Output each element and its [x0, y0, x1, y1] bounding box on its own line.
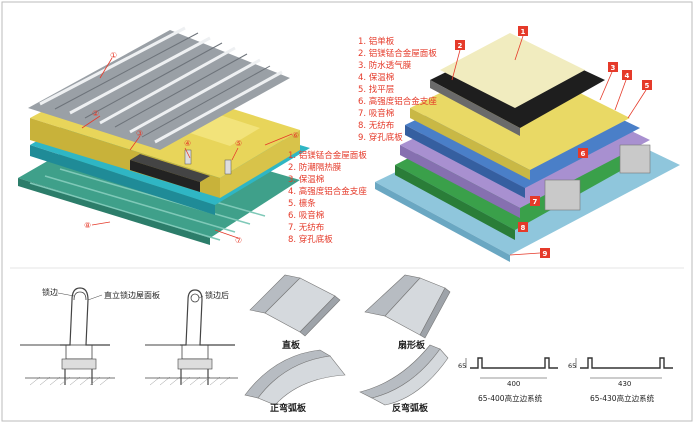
profile-430-width: 430 [618, 380, 631, 388]
svg-text:3. 防水透气膜: 3. 防水透气膜 [358, 60, 412, 71]
seam-before [20, 287, 115, 386]
fan-panel [364, 274, 451, 339]
label-seam: 锁边 [42, 287, 58, 297]
svg-text:2. 防潮隔热膜: 2. 防潮隔热膜 [288, 162, 342, 173]
svg-text:3: 3 [611, 64, 616, 72]
profile-400-height: 65 [458, 362, 466, 370]
svg-text:1. 铝单板: 1. 铝单板 [358, 36, 395, 47]
svg-text:1. 铝镁锰合金屋面板: 1. 铝镁锰合金屋面板 [288, 150, 367, 161]
legend-left: 1. 铝镁锰合金屋面板 2. 防潮隔热膜 3. 保温棉 4. 高强度铝合金支座 … [288, 150, 367, 245]
svg-text:2: 2 [458, 42, 463, 50]
svg-text:4. 保温棉: 4. 保温棉 [358, 72, 394, 83]
callout-5: ⑤ [235, 139, 242, 148]
svg-text:4. 高强度铝合金支座: 4. 高强度铝合金支座 [288, 186, 367, 197]
profile-430: 65 430 65-430高立边系统 [568, 357, 673, 403]
caption-convex-arc: 正弯弧板 [270, 402, 307, 414]
seam-after [145, 289, 238, 386]
straight-panel [249, 274, 341, 337]
profile-430-caption: 65-430高立边系统 [590, 393, 655, 403]
callout-4: ④ [184, 139, 191, 148]
svg-text:5: 5 [645, 82, 650, 90]
badges: 1 2 3 4 5 6 7 8 9 [451, 26, 652, 258]
caption-fan: 扇形板 [398, 339, 426, 351]
panel-types: 直板 扇形板 正弯弧板 反弯弧板 [244, 274, 451, 414]
callout-2: ② [92, 109, 99, 118]
profile-400-caption: 65-400高立边系统 [478, 393, 543, 403]
caption-straight: 直板 [282, 339, 301, 351]
legend-right: 1. 铝单板 2. 铝镁锰合金屋面板 3. 防水透气膜 4. 保温棉 5. 找平… [358, 36, 437, 143]
svg-text:3. 保温棉: 3. 保温棉 [288, 174, 324, 185]
svg-text:8. 穿孔底板: 8. 穿孔底板 [288, 234, 333, 245]
profile-400: 65 400 65-400高立边系统 [458, 357, 558, 403]
svg-text:7. 无纺布: 7. 无纺布 [288, 222, 324, 233]
svg-text:6: 6 [581, 150, 586, 158]
caption-concave-arc: 反弯弧板 [392, 402, 429, 414]
label-after-seam: 锁边后 [205, 290, 229, 300]
svg-text:7: 7 [533, 198, 538, 206]
svg-text:9. 穿孔底板: 9. 穿孔底板 [358, 132, 403, 143]
svg-text:9: 9 [543, 250, 548, 258]
svg-text:4: 4 [625, 72, 630, 80]
svg-text:1: 1 [521, 28, 526, 36]
svg-text:2. 铝镁锰合金屋面板: 2. 铝镁锰合金屋面板 [358, 48, 437, 59]
svg-text:6. 高强度铝合金支座: 6. 高强度铝合金支座 [358, 96, 437, 107]
roof-cutaway-right: 1 2 3 4 5 6 7 8 9 1. 铝单板 2 [358, 26, 680, 262]
concave-arc-panel [359, 344, 449, 406]
callout-3: ③ [136, 129, 143, 138]
svg-text:8. 无纺布: 8. 无纺布 [358, 120, 394, 131]
callout-7: ⑦ [235, 236, 242, 245]
profile-400-width: 400 [507, 380, 520, 388]
profile-430-height: 65 [568, 362, 576, 370]
svg-text:7. 吸音棉: 7. 吸音棉 [358, 108, 394, 119]
callout-1: ① [110, 51, 117, 60]
svg-text:6. 吸音棉: 6. 吸音棉 [288, 210, 324, 221]
convex-arc-panel [244, 349, 346, 406]
svg-text:5. 找平层: 5. 找平层 [358, 84, 394, 95]
roof-cutaway-left: ① ② ③ ④ ⑤ ⑥ ⑦ ⑧ 1. 铝镁锰合金屋面板 2. 防潮隔热膜 3. … [18, 26, 367, 245]
bracket [544, 179, 581, 211]
callout-6: ⑥ [292, 131, 299, 140]
svg-text:8: 8 [521, 224, 526, 232]
label-standing-seam-panel: 直立锁边屋面板 [104, 290, 160, 300]
purlin [130, 154, 210, 182]
callout-8: ⑧ [84, 221, 91, 230]
seam-detail: 锁边 直立锁边屋面板 锁边后 [20, 287, 238, 386]
svg-text:5. 檩条: 5. 檩条 [288, 198, 316, 209]
aluminum-support [184, 149, 192, 165]
